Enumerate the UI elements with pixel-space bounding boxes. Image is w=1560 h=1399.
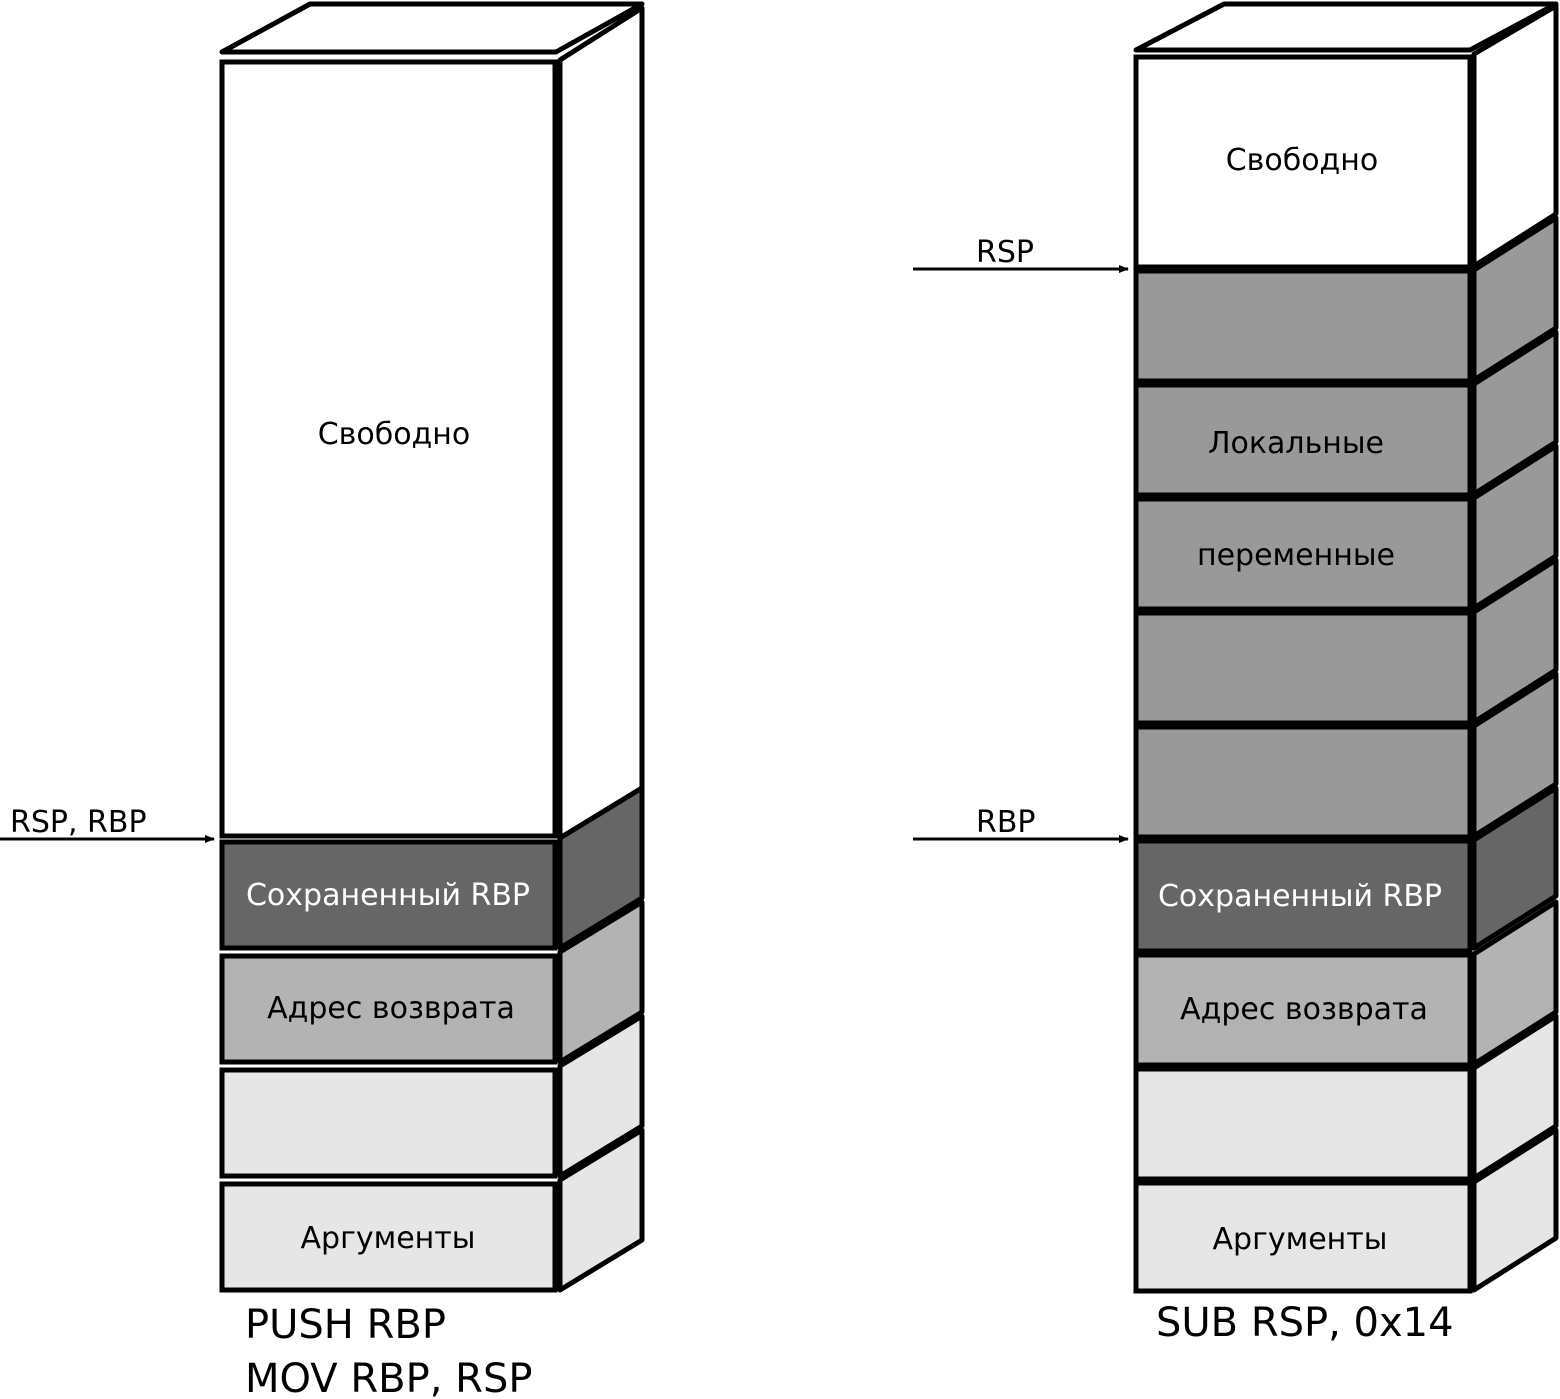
right-code-line-1: SUB RSP, 0x14 [1156,1300,1454,1346]
right-cell-local-3-side [1471,443,1559,611]
right-cell-local-5 [1133,671,1559,840]
right-cell-local-4-side [1471,557,1559,725]
right-cell-local-2-side [1471,329,1559,497]
left-cell-saved-rbp-label: Сохраненный RBP [246,878,530,913]
left-cell-free-front [219,59,558,839]
right-cell-local-4 [1133,557,1559,726]
right-cell-local-5-front [1133,724,1473,840]
right-cell-saved-rbp-front [1133,838,1473,954]
left-cell-arguments-front [219,1181,558,1293]
left-cell-free-label: Свободно [318,417,471,452]
right-cell-arg-blank-side [1471,1013,1559,1181]
right-cell-saved-rbp: Сохраненный RBP [1133,785,1559,954]
right-cell-arguments-side [1471,1127,1559,1293]
left-cell-saved-rbp-front [219,839,558,951]
right-stack: Свободно Локальные переменные [913,1,1559,1346]
left-cell-return-address-side [557,899,645,1065]
left-cell-arg-blank [219,1013,645,1179]
right-cell-local-3-label: переменные [1197,538,1395,573]
right-cell-arguments-label: Аргументы [1213,1222,1388,1257]
right-cell-local-2-label: Локальные [1208,426,1384,461]
left-cell-return-address-front [219,953,558,1065]
left-cell-arguments-side [557,1127,645,1293]
left-cell-return-address: Адрес возврата [219,899,645,1065]
right-rbp-label: RBP [976,805,1036,840]
right-cell-local-3-front [1133,496,1473,612]
right-cell-local-3: переменные [1133,443,1559,612]
left-cell-arguments-label: Аргументы [301,1221,476,1256]
left-cell-saved-rbp-side [557,785,645,951]
left-cell-arg-blank-side [557,1013,645,1179]
right-cell-arg-blank [1133,1013,1559,1182]
left-rsp-rbp-pointer: RSP, RBP [0,805,215,843]
right-cell-local-2-front [1133,382,1473,498]
right-cell-local-1-front [1133,268,1473,384]
left-code-line-2: MOV RBP, RSP [245,1356,532,1399]
left-cell-return-address-label: Адрес возврата [267,991,515,1026]
left-cell-free: Свободно [219,5,645,841]
right-cell-return-address-front [1133,952,1473,1068]
left-cell-saved-rbp: Сохраненный RBP [219,785,645,951]
left-stack-top-face [219,1,645,55]
right-rsp-label: RSP [976,235,1034,270]
right-cell-free-label: Свободно [1226,143,1379,178]
right-cell-arguments: Аргументы [1133,1127,1559,1294]
right-cell-local-5-side [1471,671,1559,839]
right-cell-arguments-front [1133,1180,1473,1294]
right-cell-local-4-front [1133,610,1473,726]
right-cell-return-address: Адрес возврата [1133,899,1559,1068]
left-cell-free-side [557,5,645,841]
right-cell-saved-rbp-label: Сохраненный RBP [1158,879,1442,914]
right-cell-free: Свободно [1133,3,1559,270]
left-code-line-1: PUSH RBP [245,1302,446,1348]
left-stack: Свободно Сохраненный RBP Адрес возврата … [0,1,645,1399]
right-rsp-pointer: RSP [913,235,1129,273]
left-cell-arguments: Аргументы [219,1127,645,1293]
right-cell-return-address-label: Адрес возврата [1180,992,1428,1027]
right-cell-arg-blank-front [1133,1066,1473,1182]
right-cell-free-front [1133,54,1473,270]
right-cell-saved-rbp-side [1471,785,1559,951]
left-cell-arg-blank-front [219,1067,558,1179]
right-cell-free-side [1471,3,1559,269]
right-cell-local-2: Локальные [1133,329,1559,498]
right-rbp-pointer: RBP [913,805,1129,843]
right-cell-local-1-side [1471,215,1559,383]
right-cell-local-1 [1133,215,1559,384]
right-cell-return-address-side [1471,899,1559,1067]
left-pointer-label: RSP, RBP [10,805,147,840]
